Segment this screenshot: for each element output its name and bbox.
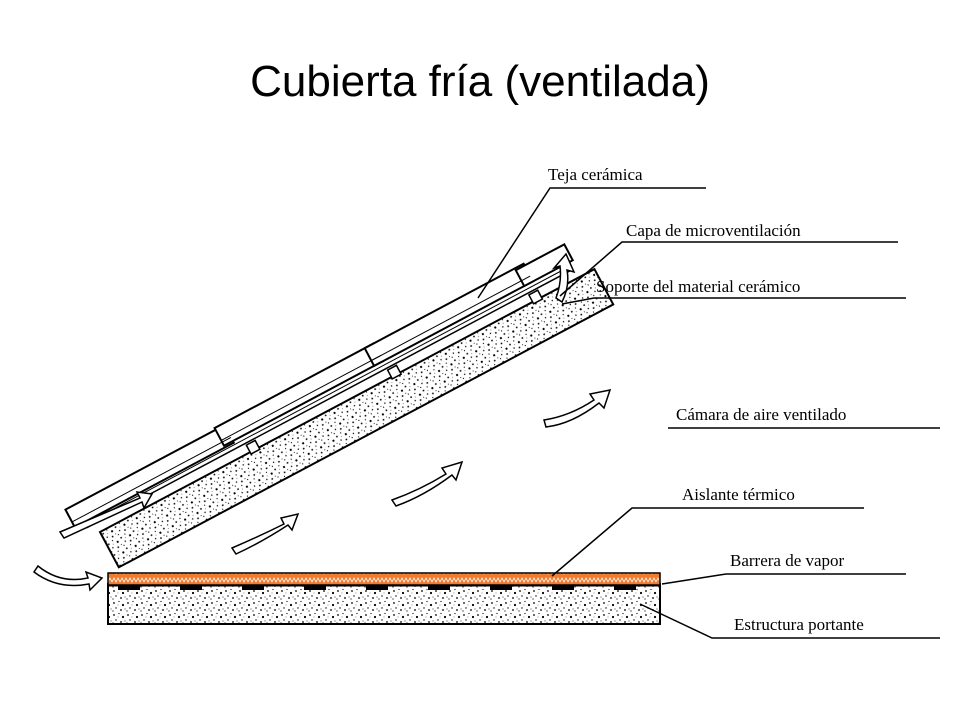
ceramic-tiles [64, 242, 575, 529]
sloped-roof [64, 242, 615, 569]
label-camara-aire: Cámara de aire ventilado [676, 405, 846, 424]
airflow-arrow [551, 252, 576, 304]
airflow-arrow [230, 512, 300, 555]
airflow-arrow [390, 460, 464, 507]
label-soporte-material: Soporte del material cerámico [596, 277, 800, 296]
slide-title: Cubierta fría (ventilada) [250, 57, 710, 106]
label-aislante-termico: Aislante térmico [682, 485, 795, 504]
horizontal-slab [107, 572, 661, 625]
label-estructura-portante: Estructura portante [734, 615, 864, 634]
airflow-arrow [543, 389, 612, 428]
vapor-barrier-ticks [118, 585, 636, 590]
airflow-arrow [32, 564, 104, 592]
insulation-layer [107, 572, 661, 586]
airflow-arrows [32, 252, 612, 592]
label-barrera-vapor: Barrera de vapor [730, 551, 845, 570]
airflow-arrow [58, 491, 154, 539]
label-teja-ceramica: Teja cerámica [548, 165, 643, 184]
label-capa-microventilacion: Capa de microventilación [626, 221, 801, 240]
leader-lines [477, 187, 940, 639]
